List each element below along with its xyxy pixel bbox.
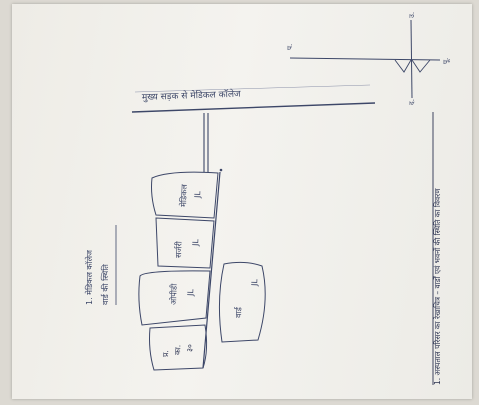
corridor-line [202,171,221,369]
compass-north-south-line [410,19,413,99]
ward-block-label: वार्ड [233,306,243,318]
block-c-code: JL [186,288,195,297]
compass-south-label: द. [408,99,416,105]
block-a-outline [151,171,219,219]
bottom-note-text: 1. अस्पताल परिसर का रेखाचित्र – वार्डों … [433,188,442,385]
block-d-line-1: प्र. [161,350,170,357]
main-road-label: मुख्य सड़क से मेडिकल कॉलेज [142,88,241,103]
side-note-line-1: 1. मेडिकल कॉलेज [84,249,94,305]
block-d-line-3: ३० [185,344,194,352]
block-d-line-2: का. [173,345,182,355]
block-d-outline [149,324,208,371]
ward-block-code: JL [250,278,259,287]
road-edge-line [134,84,371,93]
block-c-label: ओपीडी [168,283,179,305]
block-b-outline [155,217,215,269]
compass-north-label: उ. [408,12,416,18]
block-b-label: सर्जरी [173,240,184,258]
corridor-marker [219,168,223,172]
block-c-outline [138,270,211,326]
block-a-label: मेडिकल [178,183,189,207]
block-a-code: JL [193,190,202,199]
ward-block-outline [218,261,266,343]
block-b-code: JL [191,238,200,247]
compass-east-west-line [289,57,441,61]
compass-arrow-icon-2 [411,59,431,73]
compass-west-label: प. [286,44,294,50]
compass-east-label: पू. [442,58,450,64]
side-note-line-2: वार्ड की स्थिति [100,264,110,305]
paper-sheet [12,4,472,399]
main-road-line [131,102,376,113]
compass-arrow-icon [394,59,412,73]
